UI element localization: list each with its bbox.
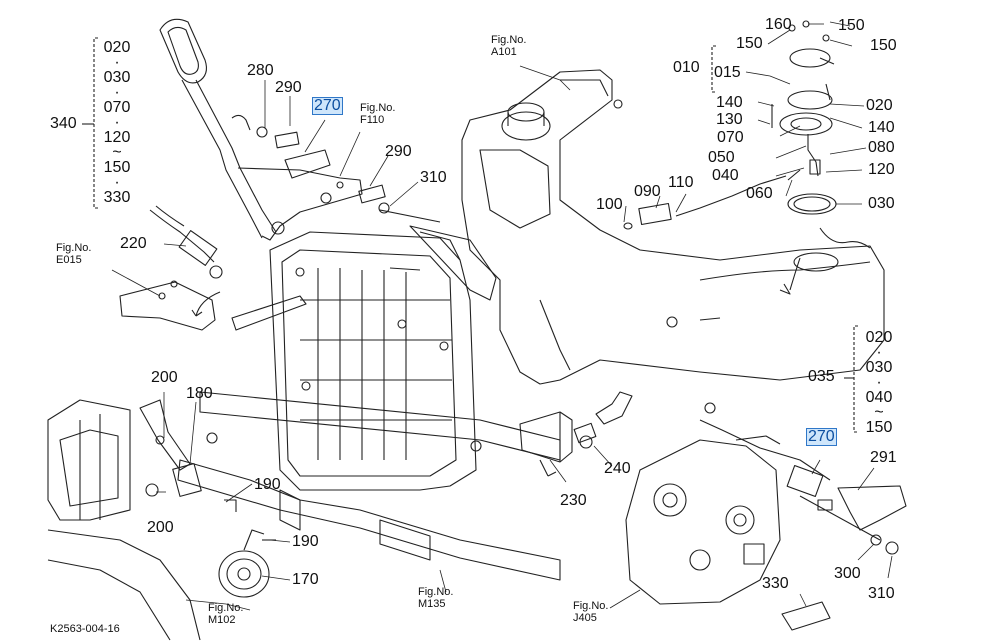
callout-035-label: 035	[808, 368, 835, 385]
diagram-code: K2563-004-16	[50, 623, 120, 635]
callout-sep: ·	[876, 374, 882, 391]
callout-range: ~	[874, 404, 884, 421]
part-label-170[interactable]: 170	[292, 571, 319, 588]
callout-035-list: 020 · 030 · 040 ~ 150	[862, 329, 896, 436]
part-label-310[interactable]: 310	[420, 169, 447, 186]
callout-010-item: 015	[714, 64, 741, 81]
hydraulic-block-drawing	[625, 402, 831, 605]
callout-item: 120	[103, 129, 131, 146]
part-label-040[interactable]: 040	[712, 167, 739, 184]
callout-brackets	[82, 37, 858, 433]
figref-caption: Fig.No.	[360, 102, 396, 114]
part-label-150[interactable]: 150	[736, 35, 763, 52]
callout-item: 020	[103, 39, 131, 56]
part-label-310[interactable]: 310	[868, 585, 895, 602]
part-label-140[interactable]: 140	[868, 119, 895, 136]
figref-m135[interactable]: Fig.No. M135	[418, 586, 453, 610]
part-label-230[interactable]: 230	[560, 492, 587, 509]
callout-item: 030	[865, 359, 893, 376]
part-label-290[interactable]: 290	[385, 143, 412, 160]
figref-code: A101	[491, 46, 517, 59]
figref-f110[interactable]: Fig.No. F110	[360, 102, 395, 126]
switch-bracket-drawing	[256, 126, 390, 214]
callout-sep: ·	[114, 114, 120, 131]
part-label-090[interactable]: 090	[634, 183, 661, 200]
fuel-tank-drawing	[461, 69, 885, 385]
part-label-291[interactable]: 291	[870, 449, 897, 466]
part-label-240[interactable]: 240	[604, 460, 631, 477]
shift-lever-drawing	[159, 18, 363, 241]
part-label-330[interactable]: 330	[762, 575, 789, 592]
part-label-200[interactable]: 200	[147, 519, 174, 536]
left-structure-drawing	[47, 399, 202, 641]
part-label-300[interactable]: 300	[834, 565, 861, 582]
figref-caption: Fig.No.	[208, 602, 244, 614]
filter-090-drawing	[623, 202, 672, 230]
part-label-020[interactable]: 020	[866, 97, 893, 114]
figref-e015[interactable]: Fig.No. E015	[56, 242, 91, 266]
figref-code: M135	[418, 598, 446, 611]
mount-brackets-drawing	[119, 280, 307, 331]
callout-item: 020	[865, 329, 893, 346]
callout-340-list: 020 · 030 · 070 · 120 ~ 150 · 330	[100, 39, 134, 206]
callout-340-label: 340	[50, 115, 77, 132]
part-label-150[interactable]: 150	[838, 17, 865, 34]
part-label-110[interactable]: 110	[668, 174, 694, 191]
part-label-190[interactable]: 190	[254, 476, 281, 493]
part-label-280[interactable]: 280	[247, 62, 274, 79]
callout-item: 070	[103, 99, 131, 116]
horn-drawing	[218, 499, 276, 598]
figref-caption: Fig.No.	[491, 34, 527, 46]
figref-a101[interactable]: Fig.No. A101	[491, 34, 526, 58]
part-label-200[interactable]: 200	[151, 369, 178, 386]
figref-j405[interactable]: Fig.No. J405	[573, 600, 608, 624]
part-label-290[interactable]: 290	[275, 79, 302, 96]
callout-range: ~	[112, 144, 122, 161]
main-frame-drawing	[269, 209, 497, 491]
callout-sep: ·	[114, 84, 120, 101]
callout-sep: ·	[114, 54, 120, 71]
figref-caption: Fig.No.	[418, 586, 454, 598]
part-label-270-highlighted[interactable]: 270	[312, 97, 343, 115]
figref-code: J405	[573, 612, 597, 625]
part-label-220[interactable]: 220	[120, 235, 147, 252]
callout-item: 040	[865, 389, 893, 406]
callout-item: 150	[103, 159, 131, 176]
figref-code: F110	[360, 114, 385, 127]
callout-item: 030	[103, 69, 131, 86]
part-label-120[interactable]: 120	[868, 161, 895, 178]
part-label-030[interactable]: 030	[868, 195, 895, 212]
part-label-140[interactable]: 140	[716, 94, 743, 111]
part-label-070[interactable]: 070	[717, 129, 744, 146]
part-label-080[interactable]: 080	[868, 139, 895, 156]
part-label-160[interactable]: 160	[765, 16, 792, 33]
leader-lines	[111, 21, 893, 611]
part-label-130[interactable]: 130	[716, 111, 743, 128]
relay-230-drawing	[519, 391, 633, 477]
part-label-180[interactable]: 180	[186, 385, 213, 402]
callout-sep: ·	[876, 344, 882, 361]
callout-item: 150	[865, 419, 893, 436]
figref-code: E015	[56, 254, 82, 267]
callout-010-label: 010	[673, 59, 700, 76]
callout-item: 330	[103, 189, 131, 206]
figref-caption: Fig.No.	[56, 242, 92, 254]
part-label-060[interactable]: 060	[746, 185, 773, 202]
callout-sep: ·	[114, 174, 120, 191]
part-label-190[interactable]: 190	[292, 533, 319, 550]
part-label-270-highlighted[interactable]: 270	[806, 428, 837, 446]
tag-330-drawing	[781, 601, 831, 631]
figref-caption: Fig.No.	[573, 600, 609, 612]
figref-m102[interactable]: Fig.No. M102	[208, 602, 243, 626]
part-label-050[interactable]: 050	[708, 149, 735, 166]
part-label-150[interactable]: 150	[870, 37, 897, 54]
figref-code: M102	[208, 614, 236, 627]
switch-220-drawing	[149, 205, 223, 317]
part-label-100[interactable]: 100	[596, 196, 623, 213]
lever-291-drawing	[786, 464, 907, 555]
